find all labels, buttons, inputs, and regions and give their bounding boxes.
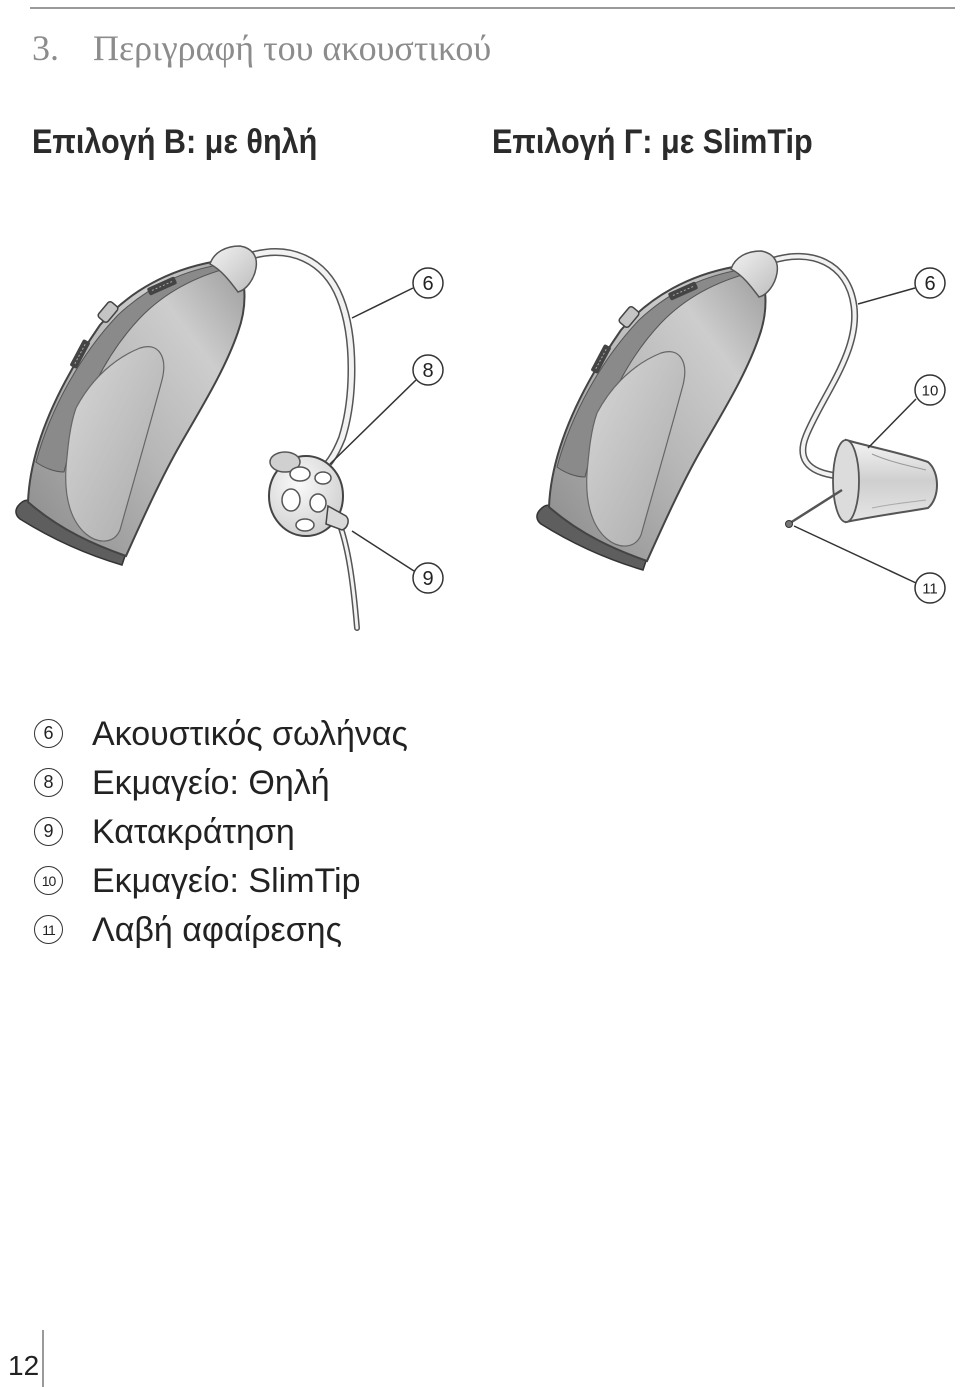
svg-text:6: 6 xyxy=(422,273,433,295)
legend-label: Εκμαγείο: SlimTip xyxy=(92,861,361,900)
section-heading: 3. Περιγραφή του ακουστικού xyxy=(32,26,491,70)
svg-text:10: 10 xyxy=(922,383,939,400)
leader-line-9 xyxy=(351,530,415,572)
page-number: 12 xyxy=(8,1350,40,1381)
dome-tip xyxy=(268,451,349,537)
callout-11: 11 xyxy=(914,572,946,604)
option-b-device: 6 8 9 xyxy=(14,245,444,631)
top-rule xyxy=(30,7,955,9)
legend-label: Ακουστικός σωλήνας xyxy=(92,714,408,753)
option-c-device: 6 10 11 xyxy=(535,250,946,604)
svg-text:8: 8 xyxy=(422,360,433,382)
slimtip xyxy=(832,438,938,524)
legend-label: Κατακράτηση xyxy=(92,812,295,851)
legend-item: 11 Λαβή αφαίρεσης xyxy=(34,905,408,954)
hearing-aid-body-b xyxy=(14,245,258,566)
option-b-title: Επιλογή B: με θηλή xyxy=(32,123,318,161)
retention-wire xyxy=(335,517,360,631)
leader-line-8 xyxy=(329,379,417,465)
hearing-aid-illustrations: 6 8 9 6 xyxy=(14,245,946,631)
hearing-aid-body-c xyxy=(535,250,779,571)
callout-10: 10 xyxy=(914,374,946,406)
tube-left xyxy=(246,248,356,476)
legend-number: 8 xyxy=(34,768,63,797)
callout-9: 9 xyxy=(412,562,444,594)
callout-6-c: 6 xyxy=(914,267,946,299)
svg-text:9: 9 xyxy=(422,568,433,590)
legend-number: 9 xyxy=(34,817,63,846)
section-number: 3. xyxy=(32,28,59,68)
legend-number: 11 xyxy=(34,915,63,944)
parts-legend: 6 Ακουστικός σωλήνας 8 Εκμαγείο: Θηλή 9 … xyxy=(34,709,408,954)
legend-item: 10 Εκμαγείο: SlimTip xyxy=(34,856,408,905)
leader-line-6-b xyxy=(351,287,414,319)
removal-handle xyxy=(785,488,843,528)
svg-text:11: 11 xyxy=(922,581,938,598)
legend-item: 8 Εκμαγείο: Θηλή xyxy=(34,758,408,807)
legend-number: 6 xyxy=(34,719,63,748)
leader-line-11 xyxy=(793,525,917,584)
callout-6-b: 6 xyxy=(412,267,444,299)
svg-text:6: 6 xyxy=(924,273,935,295)
legend-item: 6 Ακουστικός σωλήνας xyxy=(34,709,408,758)
leader-line-6-c xyxy=(857,287,916,305)
tube-right xyxy=(767,252,859,480)
callout-8: 8 xyxy=(412,354,444,386)
legend-number: 10 xyxy=(34,866,63,895)
page-rule xyxy=(42,1330,44,1387)
legend-label: Εκμαγείο: Θηλή xyxy=(92,763,330,802)
leader-line-10 xyxy=(867,398,917,449)
section-title: Περιγραφή του ακουστικού xyxy=(93,28,492,68)
legend-item: 9 Κατακράτηση xyxy=(34,807,408,856)
option-c-title: Επιλογή Γ: με SlimTip xyxy=(492,123,813,161)
legend-label: Λαβή αφαίρεσης xyxy=(92,910,342,949)
